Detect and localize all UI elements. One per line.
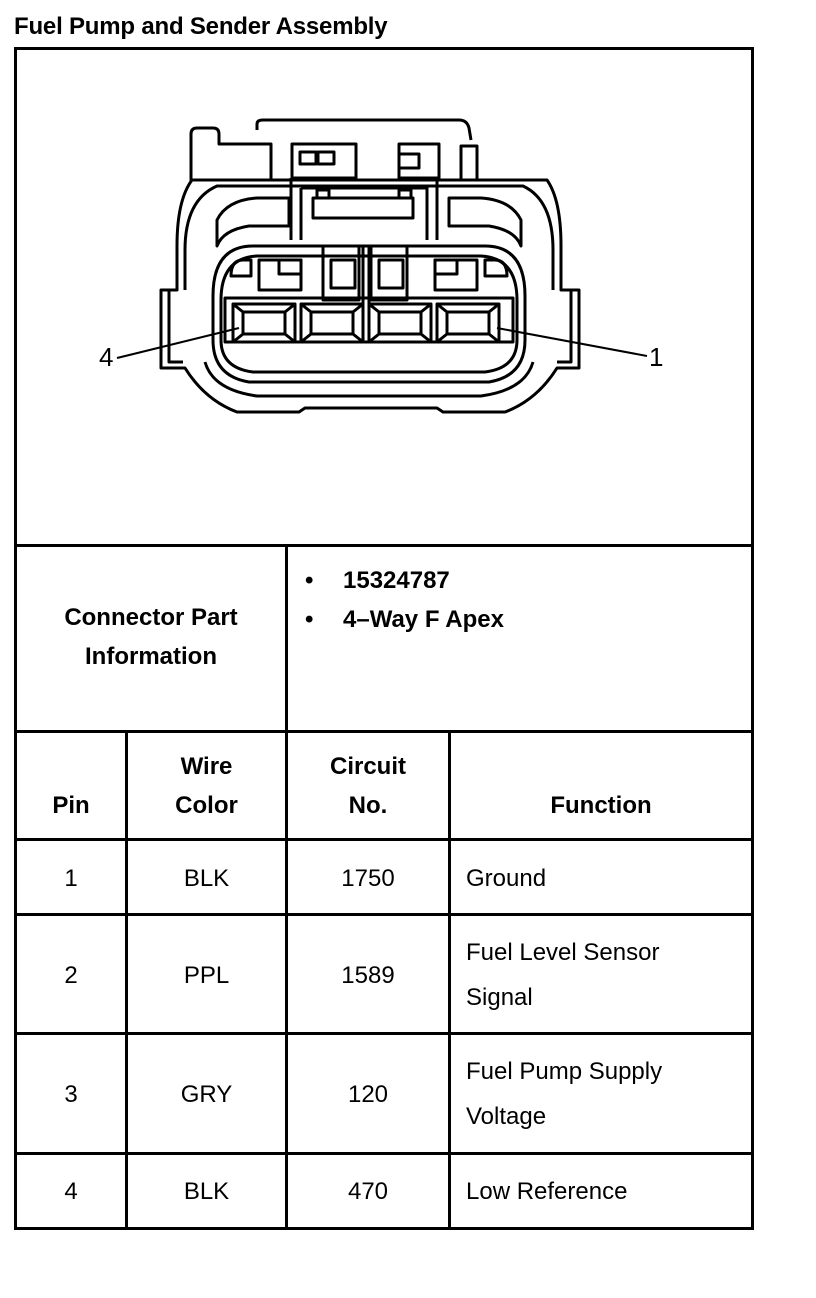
bullet-2: • (305, 606, 314, 633)
header-pin: Pin (52, 792, 90, 819)
connector-tab-right (459, 144, 479, 182)
row3-function-line2: Voltage (466, 1103, 547, 1130)
header-wire-line1: Wire (180, 753, 233, 780)
row4-circuit: 470 (347, 1178, 389, 1205)
row4-pin: 4 (64, 1178, 78, 1205)
row3-color: GRY (180, 1081, 233, 1108)
connector-outer-shell (159, 178, 581, 414)
pin-1-callout: 1 (649, 342, 664, 372)
connector-latch (255, 118, 473, 141)
pin-1-leader (496, 327, 648, 357)
terminal-2 (367, 302, 433, 344)
bullet-1: • (305, 567, 314, 594)
row2-circuit: 1589 (341, 962, 395, 989)
terminal-1 (435, 302, 501, 344)
header-wire-line2: Color (175, 792, 238, 819)
page-title: Fuel Pump and Sender Assembly (14, 13, 388, 40)
row3-function-line1: Fuel Pump Supply (466, 1058, 663, 1085)
row1-circuit: 1750 (341, 865, 395, 892)
row4-color: BLK (183, 1178, 230, 1205)
header-circuit-line2: No. (348, 792, 388, 819)
connector-sheet: 4 1 Connector Part Information • 1532478… (14, 47, 754, 1230)
row4-function: Low Reference (466, 1178, 628, 1205)
header-function: Function (550, 792, 652, 819)
connector-tab-left (189, 126, 273, 182)
row2-pin: 2 (64, 962, 78, 989)
connector-info-label-line1: Connector Part (64, 604, 238, 631)
row2-function-line2: Signal (466, 984, 533, 1011)
row3-circuit: 120 (347, 1081, 389, 1108)
connector-face-diagram (116, 118, 648, 414)
row3-pin: 3 (64, 1081, 78, 1108)
connector-info-label-line2: Information (85, 643, 217, 670)
row1-pin: 1 (64, 865, 78, 892)
header-circuit-line1: Circuit (329, 753, 406, 780)
terminal-3 (299, 302, 365, 344)
row2-color: PPL (183, 962, 230, 989)
row2-function-line1: Fuel Level Sensor (466, 939, 660, 966)
pin-4-leader (116, 327, 240, 359)
row1-color: BLK (183, 865, 230, 892)
connector-type: 4–Way F Apex (343, 606, 504, 633)
connector-cavity (211, 244, 527, 384)
terminal-4 (231, 302, 297, 344)
row1-function: Ground (466, 865, 547, 892)
pin-4-callout: 4 (99, 342, 114, 372)
part-number: 15324787 (343, 567, 450, 594)
